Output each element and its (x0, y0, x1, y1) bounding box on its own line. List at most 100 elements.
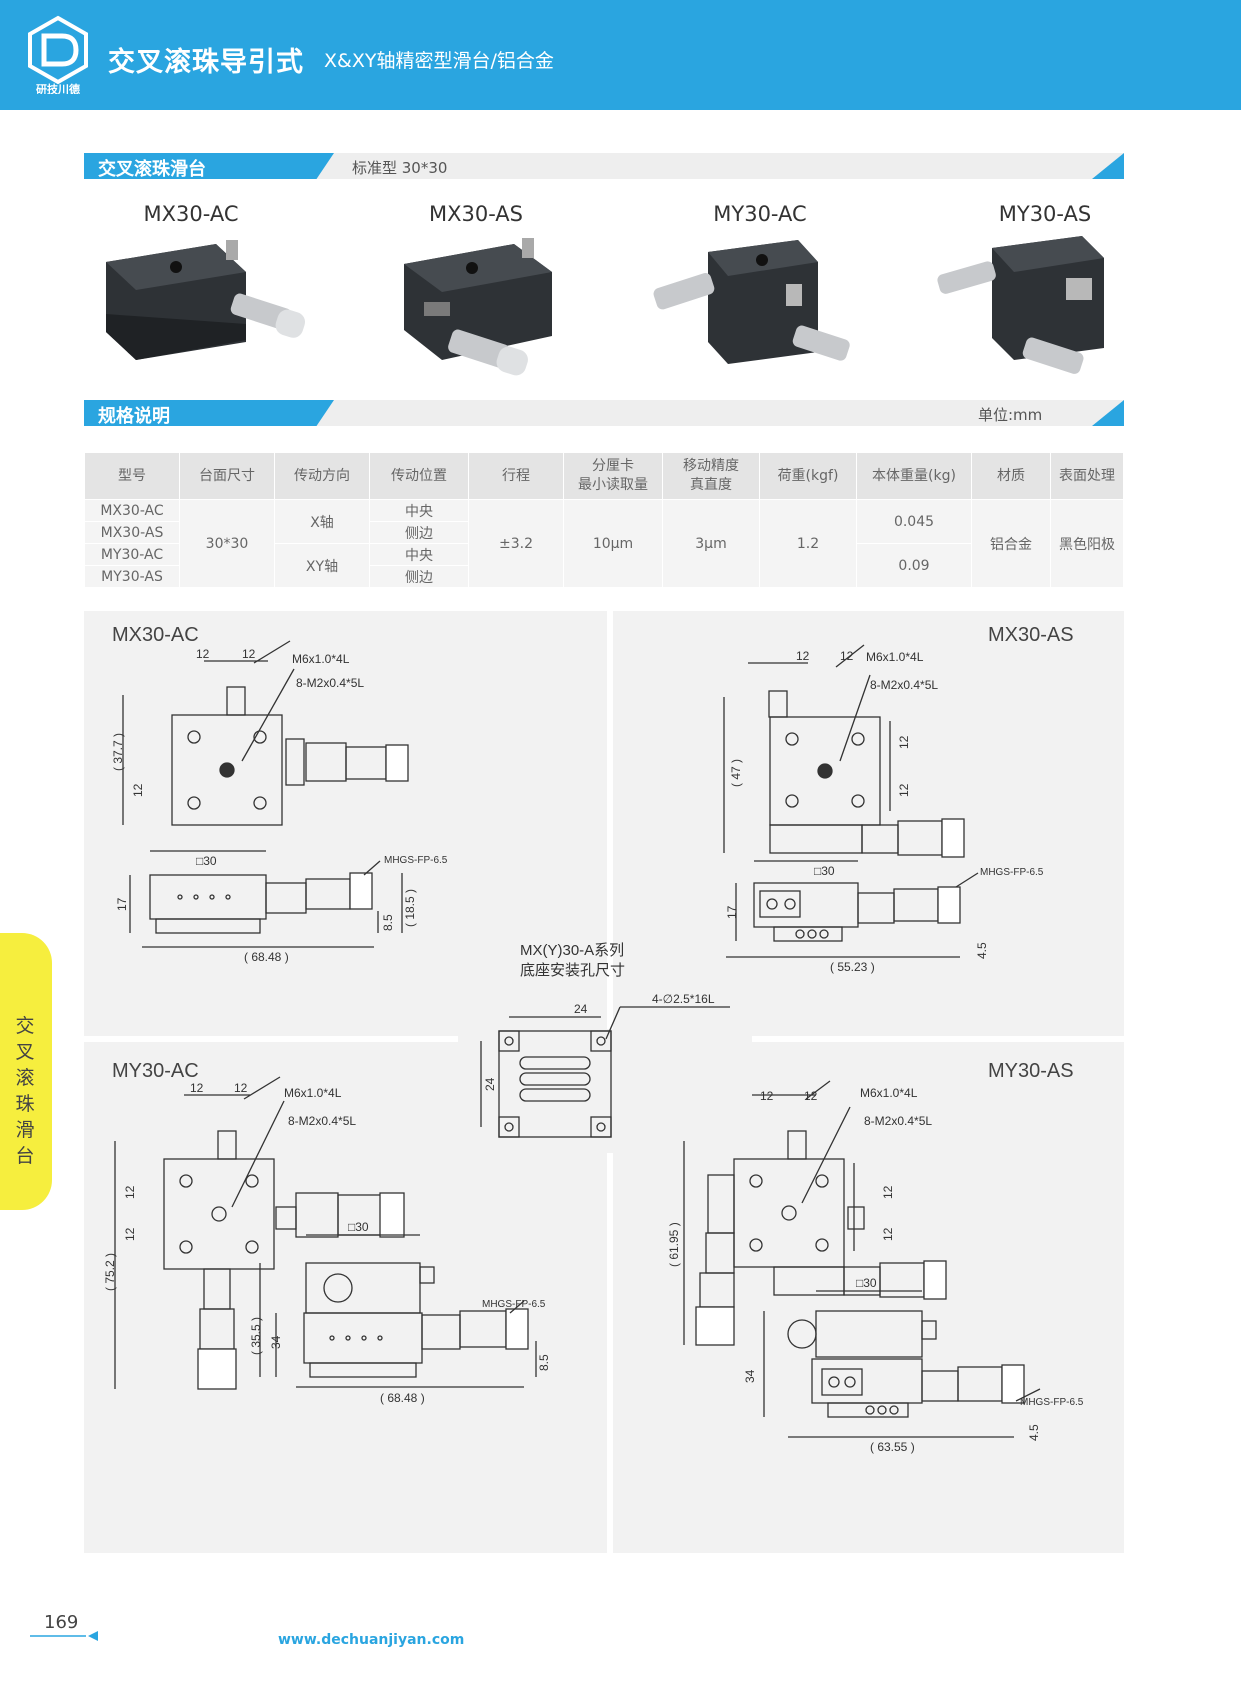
dimension-label: 4.5 (975, 942, 989, 959)
screw-label: 8-M2x0.4*5L (296, 676, 364, 690)
dimension-label: 12 (804, 1089, 818, 1103)
table-row: MY30-AC XY轴 中央 0.09 (84, 543, 1124, 587)
product-photo (937, 236, 1104, 374)
dimension-label: 17 (725, 905, 739, 919)
dimension-label: 12 (234, 1081, 248, 1095)
dimension-label: 34 (743, 1369, 757, 1383)
micrometer-label: MHGS-FP-6.5 (980, 867, 1044, 878)
footer-url[interactable]: www.dechuanjiyan.com (278, 1632, 465, 1648)
table-header: 传动位置 (369, 452, 469, 500)
page-number: 169 (44, 1612, 79, 1633)
dimension-label: 4.5 (1027, 1424, 1041, 1441)
screw-label: 8-M2x0.4*5L (288, 1114, 356, 1128)
dimension-label: □30 (814, 864, 835, 878)
footer-rule-icon (30, 1631, 98, 1641)
screw-label: M6x1.0*4L (866, 650, 924, 664)
drawing-title: MY30-AC (112, 1060, 199, 1082)
table-row: MX30-AC 30*30 X轴 中央 ±3.2 10μm 3μm 1.2 0.… (84, 499, 1124, 587)
logo-text: 研技川德 (36, 82, 80, 94)
screw-label: 8-M2x0.4*5L (870, 678, 938, 692)
dimension-label: ( 68.48 ) (380, 1391, 425, 1405)
product-caption: MX30-AS (428, 202, 524, 226)
table-header: 传动方向 (274, 452, 370, 500)
dimension-label: ( 63.55 ) (870, 1440, 915, 1454)
section-title: 规格说明 (98, 406, 170, 427)
position-cell: 侧边 (369, 521, 469, 544)
table-header: 材质 (971, 452, 1051, 500)
dimension-label: 12 (190, 1081, 204, 1095)
drawing-title: MX30-AS (988, 624, 1074, 646)
drawing-area: MX30-AC 12 12 M6x1.0*4L 8-M2x0.4*5L ( 37… (84, 611, 1124, 1553)
technical-drawings: MX30-AC 12 12 M6x1.0*4L 8-M2x0.4*5L ( 37… (84, 611, 1124, 1553)
dimension-label: ( 61.95 ) (667, 1222, 681, 1267)
weight-cell: 0.09 (856, 543, 972, 587)
table-header: 型号 (84, 452, 180, 500)
micrometer-label: MHGS-FP-6.5 (1020, 1397, 1084, 1408)
dimension-label: 34 (269, 1335, 283, 1349)
position-cell: 侧边 (369, 565, 469, 587)
dimension-label: 24 (574, 1002, 588, 1016)
dimension-label: ( 37.7 ) (111, 733, 125, 771)
drawing-title: MY30-AS (988, 1060, 1074, 1082)
section-bar-products: 交叉滚珠滑台 标准型 30*30 (84, 153, 1124, 179)
model-cell: MY30-AS (84, 565, 180, 587)
section-note: 标准型 30*30 (352, 159, 448, 177)
dimension-label: 12 (897, 735, 911, 749)
dimension-label: ( 75.2 ) (103, 1253, 117, 1291)
micrometer-label: MHGS-FP-6.5 (384, 855, 448, 866)
unit-note: 单位:mm (978, 406, 1043, 424)
model-cell: MX30-AC (84, 499, 180, 522)
dimension-label: □30 (196, 854, 217, 868)
screw-label: M6x1.0*4L (860, 1086, 918, 1100)
dimension-label: ( 35.5 ) (249, 1317, 263, 1355)
table-header: 本体重量(kg) (856, 452, 972, 500)
page-title: 交叉滚珠导引式 (108, 47, 304, 78)
product-caption: MX30-AC (143, 202, 239, 226)
dimension-label: ( 18.5 ) (403, 889, 417, 927)
table-header: 分厘卡 最小读取量 (563, 452, 663, 500)
product-photo (404, 238, 552, 376)
dimension-label: 12 (881, 1185, 895, 1199)
dimension-label: 12 (242, 647, 256, 661)
screw-label: M6x1.0*4L (284, 1086, 342, 1100)
hole-label: 4-∅2.5*16L (652, 992, 715, 1006)
size-cell: 30*30 (179, 499, 275, 587)
dimension-label: ( 68.48 ) (244, 950, 289, 964)
material-cell: 铝合金 (971, 499, 1051, 587)
dimension-label: 12 (840, 649, 854, 663)
model-cell: MX30-AS (84, 521, 180, 544)
product-caption: MY30-AS (998, 202, 1092, 226)
dimension-label: □30 (348, 1220, 369, 1234)
dimension-label: 24 (483, 1077, 497, 1091)
product-caption: MY30-AC (713, 202, 807, 226)
base-title: MX(Y)30-A系列 (520, 942, 624, 959)
dimension-label: 12 (123, 1227, 137, 1241)
table-header: 台面尺寸 (179, 452, 275, 500)
dimension-label: 12 (881, 1227, 895, 1241)
table-header: 行程 (468, 452, 564, 500)
position-cell: 中央 (369, 499, 469, 522)
accuracy-cell: 3μm (662, 499, 760, 587)
dimension-label: 12 (897, 783, 911, 797)
dimension-label: 12 (123, 1185, 137, 1199)
side-tab: 交叉滚珠滑台 (0, 933, 52, 1210)
section-bar-spec: 规格说明 单位:mm (84, 400, 1124, 426)
drawing-title: MX30-AC (112, 624, 199, 646)
position-cell: 中央 (369, 543, 469, 566)
product-photo (106, 240, 306, 360)
product-photo (653, 240, 850, 364)
weight-cell: 0.045 (856, 499, 972, 544)
table-header: 荷重(kgf) (759, 452, 857, 500)
dimension-label: 8.5 (537, 1354, 551, 1371)
screw-label: 8-M2x0.4*5L (864, 1114, 932, 1128)
page-subtitle: X&XY轴精密型滑台/铝合金 (324, 50, 554, 72)
spec-table: 型号 台面尺寸 传动方向 传动位置 行程 分厘卡 最小读取量 移动精度 真直度 … (84, 452, 1124, 587)
screw-label: M6x1.0*4L (292, 652, 350, 666)
dimension-label: 12 (196, 647, 210, 661)
brand-logo-icon: 研技川德 (28, 15, 88, 94)
reading-cell: 10μm (563, 499, 663, 587)
page-header: 研技川德 交叉滚珠导引式 X&XY轴精密型滑台/铝合金 (0, 0, 1241, 110)
direction-cell: X轴 (274, 499, 370, 544)
micrometer-label: MHGS-FP-6.5 (482, 1299, 546, 1310)
dimension-label: 12 (796, 649, 810, 663)
